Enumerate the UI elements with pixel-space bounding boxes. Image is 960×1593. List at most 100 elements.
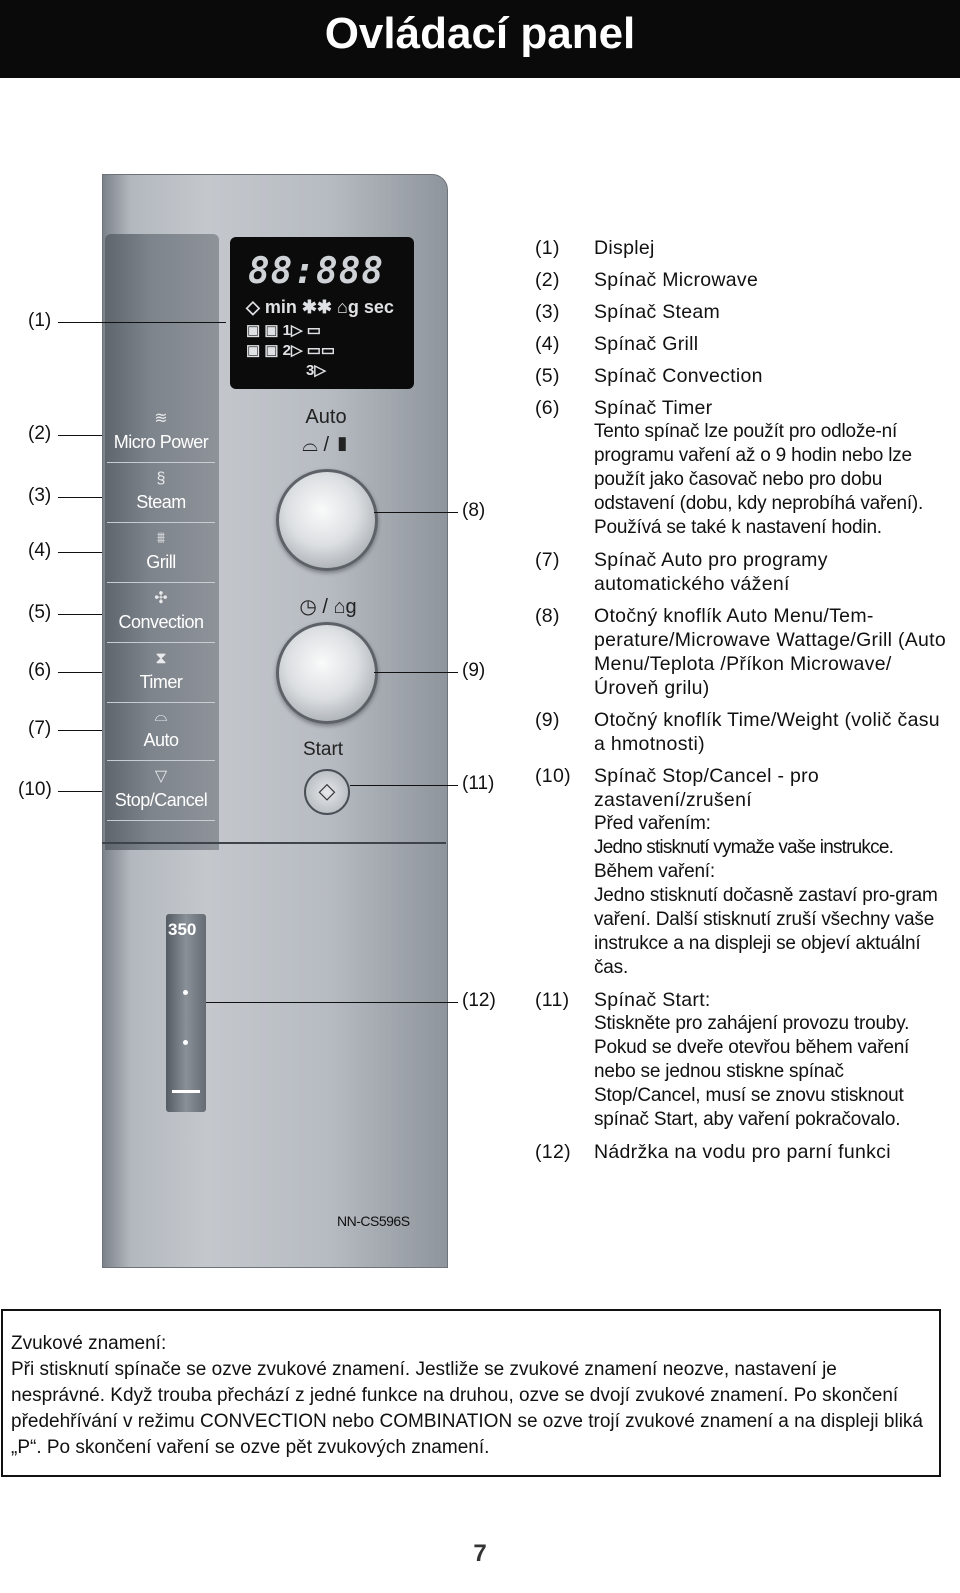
item-number: (8) — [535, 605, 560, 627]
page-number: 7 — [473, 1540, 487, 1567]
item-text: Spínač Stop/Cancel - pro zastavení/zruše… — [594, 765, 820, 811]
item-text: Spínač Steam — [594, 301, 721, 323]
start-button[interactable]: ◇ — [304, 769, 350, 815]
item-description: Tento spínač lze použít pro odlože-ní pr… — [594, 421, 924, 538]
item-number: (3) — [535, 301, 560, 323]
note-body: Při stisknutí spínače se ozve zvukové zn… — [11, 1359, 923, 1458]
list-item: (6) Spínač Timer Tento spínač lze použít… — [535, 396, 955, 540]
header-bar: Ovládací panel — [0, 0, 960, 78]
stop-cancel-label: Stop/Cancel — [114, 790, 208, 810]
item-text: Otočný knoflík Auto Menu/Tem-perature/Mi… — [594, 605, 947, 699]
clock-weight-icon: ◷ / ⌂g — [299, 596, 357, 618]
button-strip — [105, 234, 219, 850]
grill-label: Grill — [146, 552, 176, 572]
item-number: (2) — [535, 269, 560, 291]
pot-thermometer-icon: ⌓ / ▮ — [302, 434, 350, 456]
callout-10: (10) — [18, 779, 52, 800]
water-tank[interactable]: 350 — [166, 914, 206, 1112]
list-item: (4) Spínač Grill — [535, 332, 955, 356]
tank-min-mark — [172, 1090, 200, 1093]
item-text: Otočný knoflík Time/Weight (volič času a… — [594, 709, 940, 755]
item-text: Spínač Grill — [594, 333, 699, 355]
stop-icon: ▽ — [154, 768, 168, 785]
item-text: Spínač Timer — [594, 397, 713, 419]
callout-line-7 — [58, 730, 102, 731]
item-number: (9) — [535, 709, 560, 731]
steam-icon: § — [156, 470, 166, 487]
list-item: (11) Spínač Start: Stiskněte pro zahájen… — [535, 988, 955, 1132]
item-text: Nádržka na vodu pro parní funkci — [594, 1141, 891, 1163]
item-text: Spínač Microwave — [594, 269, 759, 291]
callout-4: (4) — [28, 540, 52, 561]
item-number: (12) — [535, 1141, 571, 1163]
item-description: Jedno stisknutí dočasně zastaví pro-gram… — [594, 885, 938, 978]
auto-menu-knob[interactable] — [276, 469, 378, 571]
list-item: (7) Spínač Auto pro programy automatické… — [535, 548, 955, 596]
callout-line-12 — [206, 1002, 458, 1003]
tank-level-number: 350 — [168, 920, 197, 939]
display-row-2: ▣ ▣ 1▷ ▭ — [246, 322, 321, 339]
oven-display: 88:888 ◇ min ✱✱ ⌂g sec ▣ ▣ 1▷ ▭ ▣ ▣ 2▷ ▭… — [230, 237, 414, 389]
legend-list: (1) Displej (2) Spínač Microwave (3) Spí… — [535, 236, 955, 1172]
auto-knob-label: Auto — [305, 406, 347, 428]
item-number: (5) — [535, 365, 560, 387]
list-item: (5) Spínač Convection — [535, 364, 955, 388]
item-number: (1) — [535, 237, 560, 259]
callout-3: (3) — [28, 485, 52, 506]
timer-label: Timer — [139, 672, 183, 692]
tank-divider — [102, 842, 446, 844]
list-item: (3) Spínač Steam — [535, 300, 955, 324]
display-row-3: ▣ ▣ 2▷ ▭▭ — [246, 342, 336, 359]
item-text: Displej — [594, 237, 655, 259]
item-subheading: Před vařením: — [594, 813, 711, 834]
display-row-1: ◇ min ✱✱ ⌂g sec — [246, 297, 394, 317]
callout-8: (8) — [462, 500, 486, 521]
note-heading: Zvukové znamení: — [11, 1333, 167, 1354]
tank-mark-dot — [183, 1040, 188, 1045]
start-icon: ◇ — [318, 778, 336, 803]
callout-11: (11) — [462, 773, 495, 794]
fan-icon: ✣ — [154, 590, 168, 607]
auto-button[interactable]: ⌓ Auto — [107, 704, 215, 761]
callout-7: (7) — [28, 718, 52, 739]
item-description: Jedno stisknutí vymaže vaše instrukce. — [594, 837, 894, 858]
callout-line-9 — [374, 672, 458, 673]
steam-button[interactable]: § Steam — [107, 466, 215, 523]
callout-line-2 — [58, 435, 102, 436]
item-number: (11) — [535, 989, 570, 1011]
item-number: (7) — [535, 549, 560, 571]
callout-2: (2) — [28, 423, 52, 444]
callout-line-8 — [374, 512, 458, 513]
list-item: (12) Nádržka na vodu pro parní funkci — [535, 1140, 955, 1164]
item-text: Spínač Start: — [594, 989, 711, 1011]
hourglass-icon: ⧗ — [155, 650, 167, 667]
list-item: (8) Otočný knoflík Auto Menu/Tem-peratur… — [535, 604, 955, 700]
pot-icon: ⌓ — [154, 708, 168, 725]
micro-power-label: Micro Power — [113, 432, 209, 452]
convection-label: Convection — [118, 612, 204, 632]
callout-line-6 — [58, 672, 102, 673]
callout-line-5 — [58, 614, 102, 615]
microwave-icon: ≋ — [154, 410, 168, 427]
stop-cancel-button[interactable]: ▽ Stop/Cancel — [107, 764, 215, 821]
display-digits: 88:888 — [248, 251, 385, 292]
callout-line-3 — [58, 497, 102, 498]
item-subheading: Během vaření: — [594, 861, 715, 882]
convection-button[interactable]: ✣ Convection — [107, 586, 215, 643]
model-number: NN-CS596S — [337, 1213, 410, 1229]
grill-button[interactable]: ⩩ Grill — [107, 526, 215, 583]
callout-1: (1) — [28, 310, 52, 331]
item-number: (4) — [535, 333, 560, 355]
tank-mark-dot — [183, 990, 188, 995]
item-number: (6) — [535, 397, 560, 419]
item-number: (10) — [535, 765, 571, 787]
timer-button[interactable]: ⧗ Timer — [107, 646, 215, 703]
display-row-4: 3▷ — [306, 362, 326, 379]
grill-icon: ⩩ — [156, 530, 166, 547]
start-label: Start — [302, 739, 344, 760]
list-item: (9) Otočný knoflík Time/Weight (volič ča… — [535, 708, 955, 756]
callout-12: (12) — [462, 990, 496, 1011]
time-weight-knob[interactable] — [276, 622, 378, 724]
micro-power-button[interactable]: ≋ Micro Power — [107, 406, 215, 463]
callout-line-4 — [58, 552, 102, 553]
